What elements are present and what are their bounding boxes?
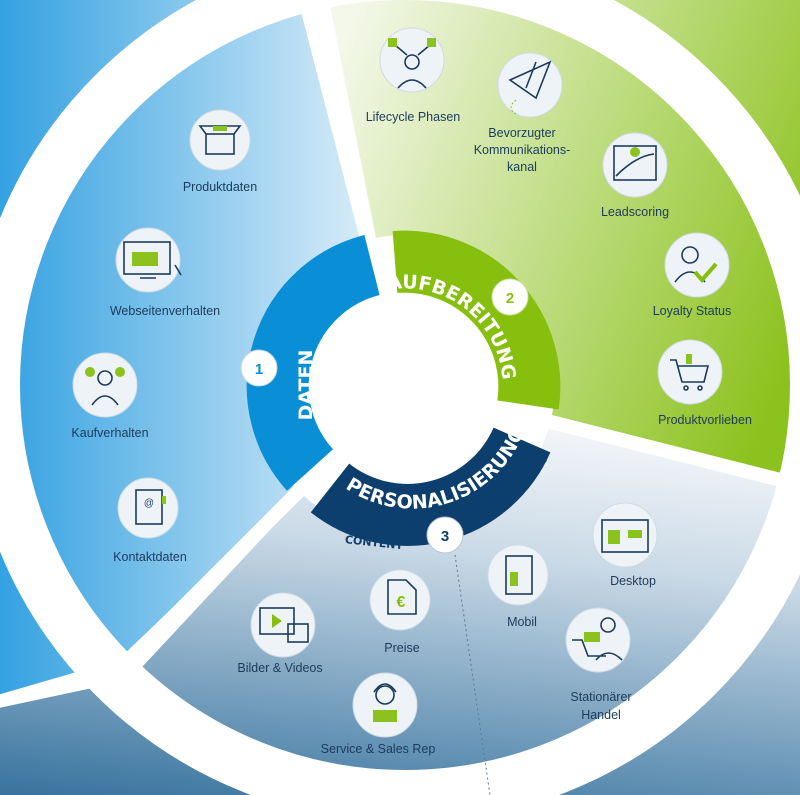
- label-service: Service & Sales Rep: [321, 742, 436, 756]
- label-lifecycle: Lifecycle Phasen: [366, 110, 461, 124]
- box-icon: [189, 109, 251, 171]
- svg-text:2: 2: [506, 290, 514, 307]
- loyalty-user-check-icon: [664, 232, 730, 298]
- ring-daten: [246, 234, 381, 491]
- desktop-browser-icon: [592, 502, 658, 568]
- shopping-person-icon: [72, 352, 138, 418]
- label-leadscoring: Leadscoring: [601, 205, 669, 219]
- step-1-badge: 1: [240, 349, 278, 387]
- label-handel-1: Stationärer: [570, 690, 631, 704]
- label-handel-2: Handel: [581, 708, 621, 722]
- label-kanal-1: Bevorzugter: [488, 126, 555, 140]
- label-loyalty: Loyalty Status: [653, 304, 732, 318]
- label-kaufverhalten: Kaufverhalten: [71, 426, 148, 440]
- step-2-badge: 2: [491, 278, 529, 316]
- step-3-badge: 3: [426, 516, 464, 554]
- label-desktop: Desktop: [610, 574, 656, 588]
- mobile-tablet-icon: [487, 544, 549, 606]
- leadscoring-chart-icon: [602, 132, 668, 198]
- label-kontaktdaten: Kontaktdaten: [113, 550, 187, 564]
- contact-book-icon: @: [117, 477, 179, 539]
- retail-store-icon: [565, 607, 631, 673]
- ring-label-daten: DATEN: [295, 350, 317, 421]
- ring-personalisierung: [310, 426, 551, 546]
- svg-text:€: €: [397, 594, 406, 611]
- paper-plane-icon: [497, 52, 563, 118]
- label-preise: Preise: [384, 641, 419, 655]
- label-kanal-3: kanal: [507, 160, 537, 174]
- shopping-cart-icon: [657, 339, 723, 405]
- svg-text:1: 1: [255, 361, 263, 378]
- label-mobil: Mobil: [507, 615, 537, 629]
- label-webseitenverhalten: Webseitenverhalten: [110, 304, 220, 318]
- segment-daten: [0, 0, 405, 695]
- service-agent-icon: [352, 672, 418, 738]
- svg-text:@: @: [144, 498, 154, 509]
- images-videos-icon: [250, 592, 316, 658]
- content-label: CONTENT: [344, 533, 404, 552]
- price-tag-icon: €: [369, 569, 431, 631]
- label-produktvorlieben: Produktvorlieben: [658, 413, 752, 427]
- website-behaviour-icon: [115, 227, 182, 293]
- svg-text:3: 3: [441, 528, 449, 545]
- label-kanal-2: Kommunikations-: [474, 143, 571, 157]
- label-bilder-videos: Bilder & Videos: [237, 661, 322, 675]
- divider-line: [454, 554, 491, 795]
- label-produktdaten: Produktdaten: [183, 180, 257, 194]
- lifecycle-icon: [379, 27, 445, 93]
